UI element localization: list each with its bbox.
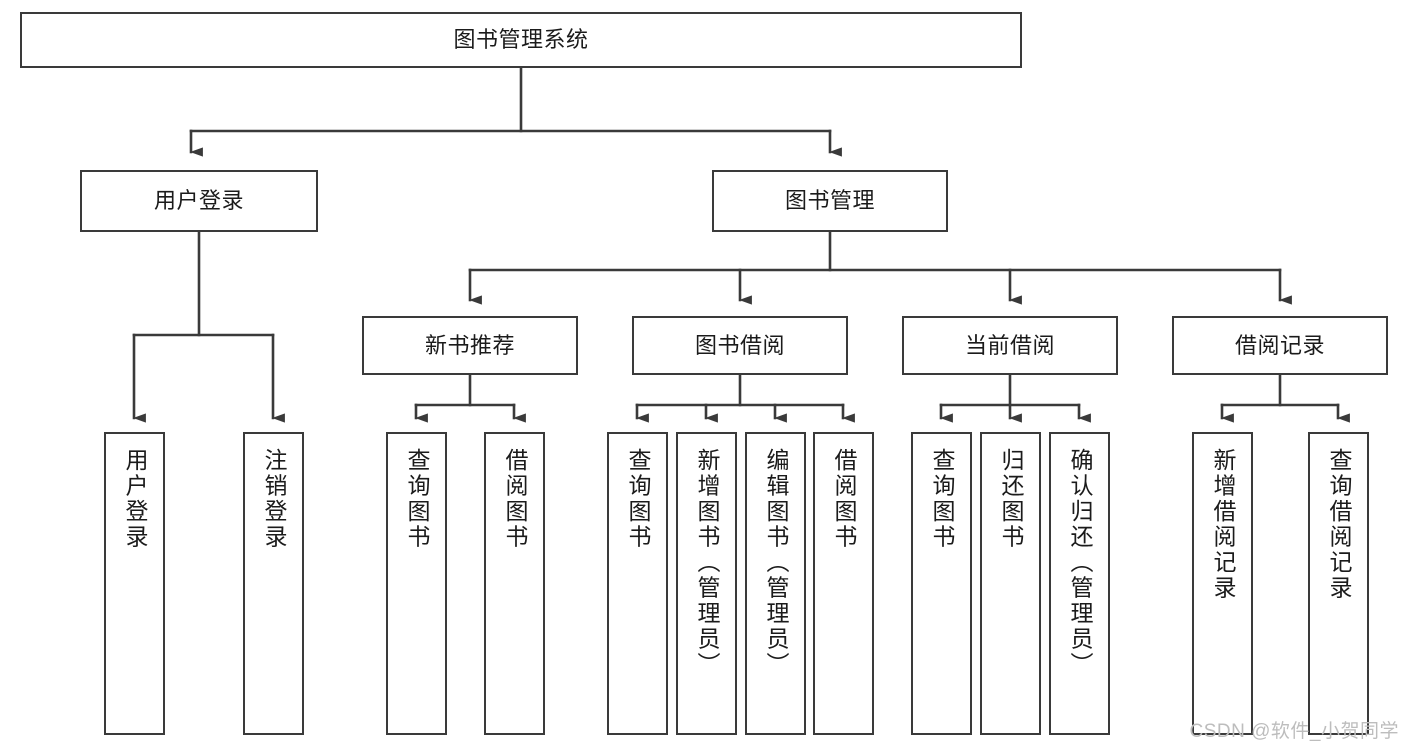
node-label: 借阅图书	[502, 448, 528, 550]
node-label: 查询图书	[404, 448, 430, 550]
leaf-add-borrow-record[interactable]: 新增借阅记录	[1192, 432, 1253, 735]
node-label: 用户登录	[153, 188, 244, 214]
node-label: 归还图书	[998, 448, 1024, 550]
csdn-watermark: CSDN @软件_小贺同学	[1189, 721, 1399, 742]
node-label: 图书管理系统	[453, 27, 589, 53]
leaf-user-login[interactable]: 用户登录	[104, 432, 165, 735]
node-user-login[interactable]: 用户登录	[80, 170, 318, 232]
leaf-add-book-admin[interactable]: 新增图书（管理员）	[676, 432, 737, 735]
node-label: 图书管理	[784, 188, 875, 214]
node-label: 注销登录	[261, 448, 287, 550]
node-current-borrow[interactable]: 当前借阅	[902, 316, 1118, 375]
leaf-query-book-borrow[interactable]: 查询图书	[607, 432, 668, 735]
node-new-book-recommend[interactable]: 新书推荐	[362, 316, 578, 375]
node-label: 借阅记录	[1234, 332, 1325, 358]
node-label: 图书借阅	[694, 332, 785, 358]
leaf-borrow-book-recommend[interactable]: 借阅图书	[484, 432, 545, 735]
node-label: 编辑图书（管理员）	[763, 448, 789, 678]
leaf-edit-book-admin[interactable]: 编辑图书（管理员）	[745, 432, 806, 735]
node-label: 当前借阅	[964, 332, 1055, 358]
node-label: 新增图书（管理员）	[694, 448, 720, 678]
leaf-user-logout[interactable]: 注销登录	[243, 432, 304, 735]
leaf-query-book-recommend[interactable]: 查询图书	[386, 432, 447, 735]
node-root-system[interactable]: 图书管理系统	[20, 12, 1022, 68]
node-label: 查询图书	[625, 448, 651, 550]
node-label: 查询图书	[929, 448, 955, 550]
node-label: 确认归还（管理员）	[1067, 448, 1093, 678]
leaf-query-borrow-record[interactable]: 查询借阅记录	[1308, 432, 1369, 735]
node-borrow-record[interactable]: 借阅记录	[1172, 316, 1388, 375]
node-label: 借阅图书	[831, 448, 857, 550]
leaf-return-book[interactable]: 归还图书	[980, 432, 1041, 735]
leaf-confirm-return-admin[interactable]: 确认归还（管理员）	[1049, 432, 1110, 735]
node-book-management[interactable]: 图书管理	[712, 170, 948, 232]
leaf-query-book-current[interactable]: 查询图书	[911, 432, 972, 735]
node-book-borrow[interactable]: 图书借阅	[632, 316, 848, 375]
node-label: 用户登录	[122, 448, 148, 550]
node-label: 查询借阅记录	[1326, 448, 1352, 601]
node-label: 新增借阅记录	[1210, 448, 1236, 601]
leaf-borrow-book[interactable]: 借阅图书	[813, 432, 874, 735]
node-label: 新书推荐	[424, 332, 515, 358]
